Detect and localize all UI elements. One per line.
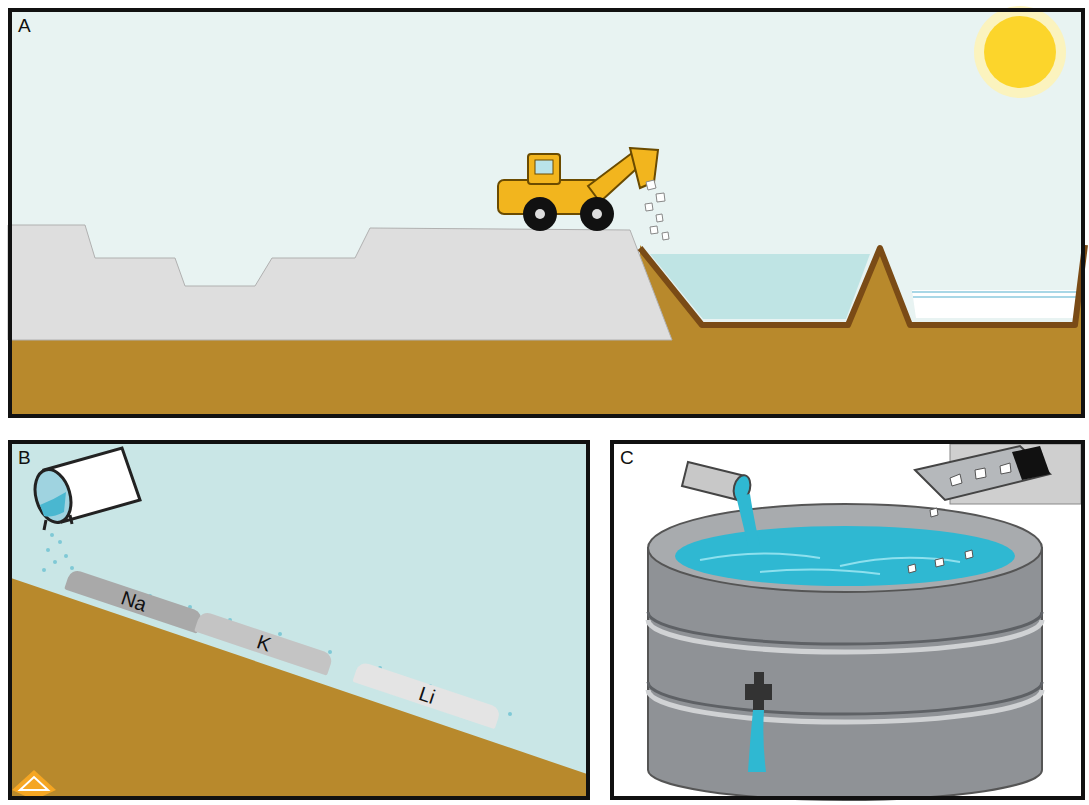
panel-box: B NaK Li xyxy=(8,440,590,800)
dry-pond xyxy=(912,290,1079,318)
watermark-logo xyxy=(12,770,56,800)
salt-chunk xyxy=(965,550,973,559)
wheel-hub xyxy=(592,209,602,219)
panel-box: A xyxy=(8,8,1085,418)
element-label: K xyxy=(254,631,273,654)
drop xyxy=(508,712,512,716)
salt-rock xyxy=(656,193,665,202)
tank-ridge xyxy=(648,612,1042,644)
brine-line xyxy=(912,291,1080,293)
pipe-leg xyxy=(44,520,46,530)
salt-chunk xyxy=(930,508,938,517)
tank-ridge xyxy=(648,682,1042,714)
wheel xyxy=(580,197,614,231)
panel-letter: C xyxy=(620,448,634,467)
salt-rock xyxy=(656,214,663,222)
drop xyxy=(53,560,57,564)
pipe-water xyxy=(40,492,66,517)
salt-rock xyxy=(650,226,658,234)
salt-chunk xyxy=(950,474,962,486)
loader-cab xyxy=(528,154,560,184)
tap-handle xyxy=(754,672,764,684)
panel-c-bg xyxy=(610,440,1085,800)
sun-glow xyxy=(974,6,1066,98)
logo-shape xyxy=(20,777,48,790)
pipe-opening xyxy=(29,465,77,526)
tank-rim xyxy=(648,504,1042,592)
slope-ground xyxy=(8,577,590,800)
logo-shape xyxy=(12,770,56,800)
water-stream xyxy=(736,494,760,546)
tap xyxy=(745,684,772,710)
salt-pile xyxy=(8,225,672,340)
drop xyxy=(58,540,62,544)
drop xyxy=(42,568,46,572)
ground xyxy=(8,338,1085,418)
pipe-leg xyxy=(70,515,72,524)
element-label: Na xyxy=(119,587,150,614)
salt-chunk xyxy=(935,558,944,567)
panel-letter: A xyxy=(18,16,31,35)
salt-chunk xyxy=(1000,463,1011,474)
pond-water xyxy=(650,254,870,319)
salt-band: Li xyxy=(352,661,501,729)
salt-rock xyxy=(646,180,656,190)
water-ripple xyxy=(700,553,960,574)
cab-window xyxy=(535,160,553,174)
drop xyxy=(70,566,74,570)
salt-rock xyxy=(645,203,653,211)
salt-chunk xyxy=(908,564,916,573)
tank-water xyxy=(675,526,1015,586)
sky xyxy=(8,8,1085,418)
panel-letter: B xyxy=(18,448,31,467)
brine-pipe xyxy=(29,448,140,530)
element-label: Li xyxy=(416,683,437,707)
salt-rock xyxy=(662,232,669,240)
salt-chute xyxy=(915,446,1050,500)
brine-line xyxy=(913,296,1079,298)
pond-ground xyxy=(640,245,1085,340)
pond-wall xyxy=(640,245,1085,325)
salt-chunk xyxy=(975,468,986,479)
drop xyxy=(46,548,50,552)
panel-b-sky xyxy=(8,440,590,800)
salt-band: K xyxy=(194,610,334,675)
wheel-hub xyxy=(535,209,545,219)
panel-box: C xyxy=(610,440,1085,800)
chute-opening xyxy=(1012,446,1050,480)
wheel xyxy=(523,197,557,231)
sun xyxy=(984,16,1056,88)
salt-band: Na xyxy=(64,568,204,633)
salt-chunks xyxy=(908,463,1011,573)
drop xyxy=(50,533,54,537)
tap-water xyxy=(748,710,766,772)
drop xyxy=(64,554,68,558)
